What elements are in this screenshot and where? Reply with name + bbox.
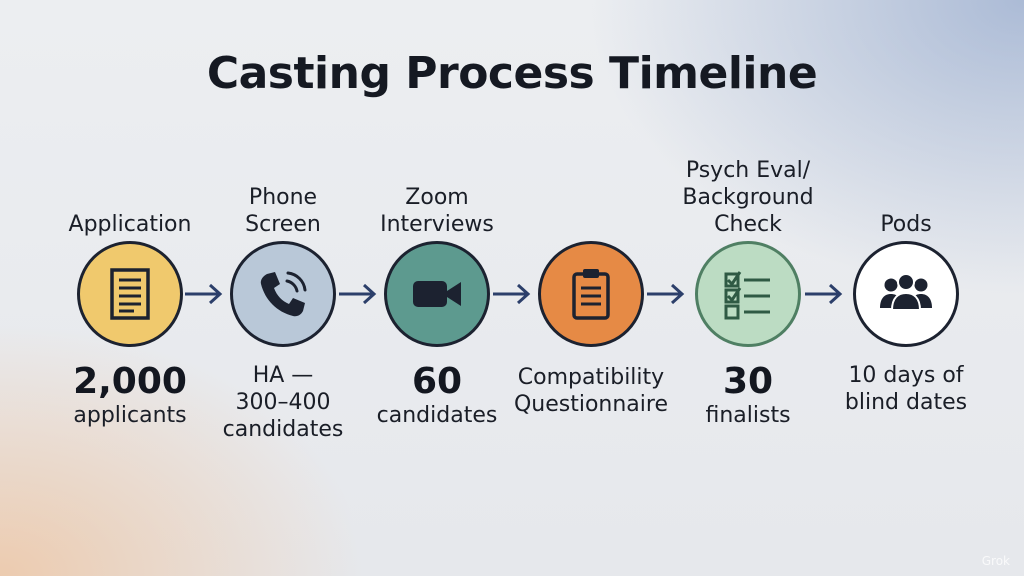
step-label: Pods	[880, 212, 932, 237]
step-stat: Compatibility Questionnaire	[496, 364, 686, 418]
pods-circle	[853, 241, 959, 347]
step-stat: 60 candidates	[342, 362, 532, 429]
stat-sub: finalists	[705, 403, 791, 428]
application-circle	[77, 241, 183, 347]
step-label: Application	[68, 212, 192, 237]
zoom-interviews-circle	[384, 241, 490, 347]
stat-sub: candidates	[376, 403, 498, 428]
stat-value: 2,000	[73, 361, 187, 402]
page-title: Casting Process Timeline	[206, 48, 818, 99]
clipboard-icon	[572, 269, 610, 320]
step-compatibility: Compatibility Questionnaire	[496, 0, 686, 576]
step-stat: 30 finalists	[653, 362, 843, 429]
step-stat: HA — 300–400 candidates	[188, 362, 378, 443]
arrow-icon	[647, 283, 685, 305]
stat-sub: HA — 300–400 candidates	[222, 363, 344, 442]
step-stat: 10 days of blind dates	[811, 362, 1001, 416]
arrow-icon	[493, 283, 531, 305]
step-label: Psych Eval/ Background Check	[682, 158, 814, 237]
checklist-icon	[724, 271, 770, 320]
compatibility-circle	[538, 241, 644, 347]
step-label: Zoom Interviews	[380, 185, 494, 237]
step-zoom-interviews: Zoom Interviews 60 candidates	[342, 0, 532, 576]
stat-value: 60	[411, 361, 463, 402]
psych-eval-circle	[695, 241, 801, 347]
step-label: Phone Screen	[245, 185, 321, 237]
video-camera-icon	[413, 281, 461, 307]
arrow-icon	[185, 283, 223, 305]
step-stat: 2,000 applicants	[35, 362, 225, 429]
group-icon	[880, 273, 932, 311]
step-psych-eval: Psych Eval/ Background Check 30 finalist…	[653, 0, 843, 576]
phone-icon	[260, 271, 307, 317]
arrow-icon	[805, 283, 843, 305]
stat-sub: 10 days of blind dates	[844, 363, 968, 415]
document-icon	[110, 268, 150, 320]
stat-value: 30	[722, 361, 774, 402]
phone-screen-circle	[230, 241, 336, 347]
step-phone-screen: Phone Screen HA — 300–400 candidates	[188, 0, 378, 576]
arrow-icon	[339, 283, 377, 305]
step-pods: Pods 10 days of blind dates	[811, 0, 1001, 576]
stat-sub: applicants	[73, 403, 187, 428]
step-application: Application 2,000 applicants	[35, 0, 225, 576]
stat-sub: Compatibility Questionnaire	[513, 365, 669, 417]
watermark: Grok	[981, 554, 1010, 568]
